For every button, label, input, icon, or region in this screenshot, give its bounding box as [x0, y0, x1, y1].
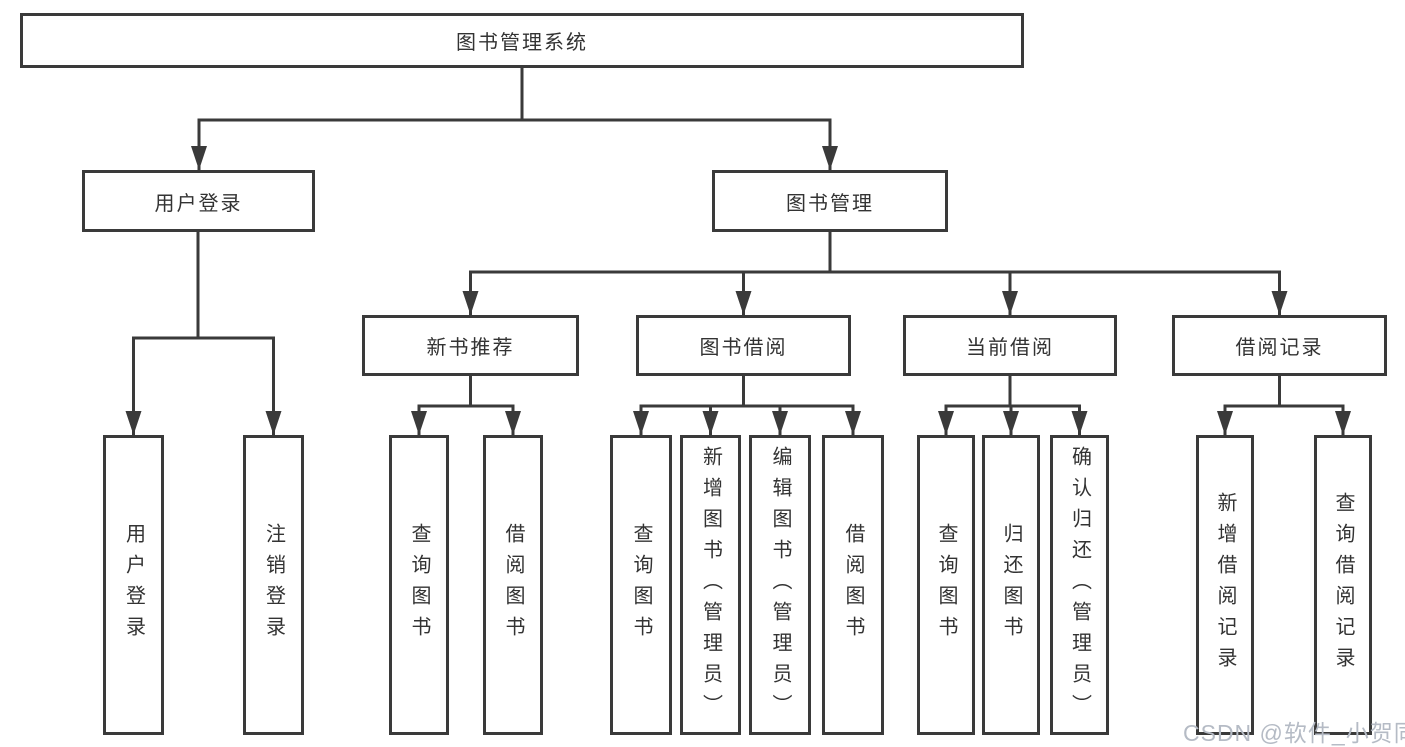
leaf-add-books-admin: 新增图书（管理员） — [680, 435, 741, 735]
node-new-book-recommendation: 新书推荐 — [362, 315, 579, 376]
leaf-query-borrow-record: 查询借阅记录 — [1314, 435, 1372, 735]
leaf-query-books-recommend: 查询图书 — [389, 435, 449, 735]
leaf-borrow-books: 借阅图书 — [822, 435, 884, 735]
leaf-user-login: 用户登录 — [103, 435, 164, 735]
connector-book-borrowing-to-leaves — [633, 375, 861, 435]
leaf-confirm-return-admin: 确认归还（管理员） — [1050, 435, 1109, 735]
leaf-return-books: 归还图书 — [982, 435, 1040, 735]
connector-root-to-branches — [191, 67, 838, 170]
node-book-borrowing: 图书借阅 — [636, 315, 851, 376]
connector-current-borrowing-to-leaves — [938, 375, 1088, 435]
node-user-login: 用户登录 — [82, 170, 315, 232]
connector-user-login-to-leaves — [125, 231, 282, 435]
leaf-query-books-current: 查询图书 — [917, 435, 975, 735]
connector-borrowing-records-to-leaves — [1217, 375, 1351, 435]
csdn-watermark: CSDN @软件_小贺同学 — [1183, 720, 1405, 746]
leaf-borrow-books-recommend: 借阅图书 — [483, 435, 543, 735]
node-borrowing-records: 借阅记录 — [1172, 315, 1387, 376]
leaf-edit-books-admin: 编辑图书（管理员） — [749, 435, 811, 735]
node-current-borrowing: 当前借阅 — [903, 315, 1117, 376]
leaf-add-borrow-record: 新增借阅记录 — [1196, 435, 1254, 735]
node-book-management: 图书管理 — [712, 170, 948, 232]
node-library-management-system: 图书管理系统 — [20, 13, 1024, 68]
connector-book-management-to-modules — [462, 231, 1288, 315]
leaf-logout: 注销登录 — [243, 435, 304, 735]
leaf-query-books-borrowing: 查询图书 — [610, 435, 672, 735]
connector-new-book-recommendation-to-leaves — [411, 375, 521, 435]
